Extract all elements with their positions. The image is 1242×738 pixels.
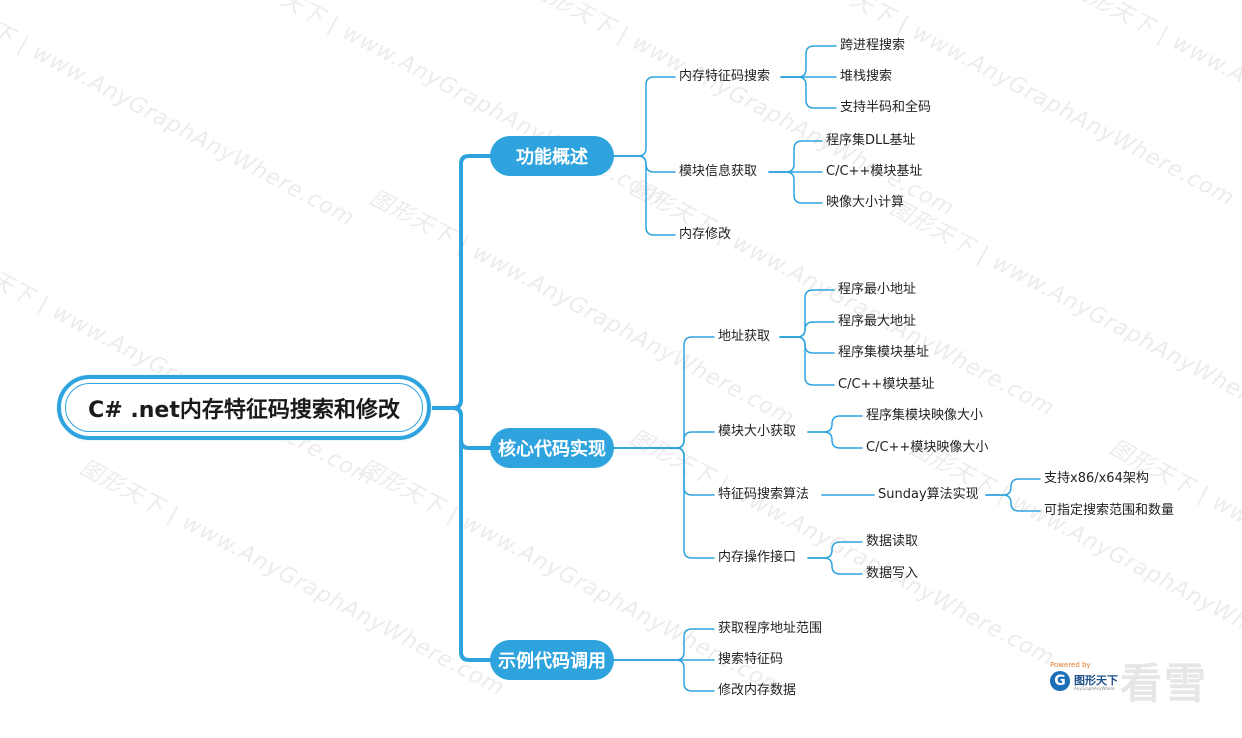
connector-line: [779, 336, 835, 386]
connector-line: [779, 321, 835, 338]
root-node-label: C# .net内存特征码搜索和修改: [88, 397, 400, 423]
subnode-2-2[interactable]: 模块大小获取: [718, 424, 797, 439]
powered-by-logo: Powered by G 图形天下 AnyGraphAnyWhere: [1050, 661, 1118, 691]
logo-g-icon: G: [1050, 671, 1070, 691]
subnode-3-3[interactable]: 修改内存数据: [718, 683, 797, 698]
connector-line: [779, 289, 835, 338]
corner-watermark: 看雪: [1120, 659, 1209, 708]
root-node-inner-border: [65, 383, 423, 432]
leaf-2-4-1[interactable]: 数据读取: [866, 534, 919, 549]
leaf-2-4-2[interactable]: 数据写入: [866, 566, 919, 581]
subnode-1-2[interactable]: 模块信息获取: [679, 164, 758, 179]
connector-line: [779, 336, 835, 354]
subnode-2-1[interactable]: 地址获取: [718, 329, 771, 344]
leaf-1-1-1[interactable]: 跨进程搜索: [840, 38, 906, 53]
connector-line: [985, 478, 1041, 496]
leaf-1-2-2[interactable]: C/C++模块基址: [826, 164, 923, 179]
leaf-1-2-1[interactable]: 程序集DLL基址: [826, 133, 916, 148]
leaf-2-2-2[interactable]: C/C++模块映像大小: [866, 440, 989, 455]
subnode-2-3-algorithm[interactable]: Sunday算法实现: [878, 487, 979, 502]
logo-subtext: AnyGraphAnyWhere: [1074, 686, 1115, 691]
leaf-2-1-2[interactable]: 程序最大地址: [838, 314, 917, 329]
connector-line: [768, 140, 823, 173]
leaf-2-3-1[interactable]: 支持x86/x64架构: [1044, 471, 1149, 486]
leaf-2-2-1[interactable]: 程序集模块映像大小: [866, 408, 984, 423]
leaf-1-1-3[interactable]: 支持半码和全码: [840, 100, 932, 115]
leaf-2-3-2[interactable]: 可指定搜索范围和数量: [1044, 503, 1175, 518]
connector-line: [613, 155, 676, 236]
connector-line: [807, 431, 863, 449]
connector-line: [429, 406, 492, 662]
subnode-3-2[interactable]: 搜索特征码: [718, 652, 784, 667]
leaf-2-1-3[interactable]: 程序集模块基址: [838, 345, 930, 360]
connector-line: [780, 76, 837, 109]
connector-line: [429, 154, 492, 410]
leaf-1-2-3[interactable]: 映像大小计算: [826, 195, 905, 210]
connector-line: [613, 447, 715, 559]
connector-line: [613, 76, 676, 157]
subnode-2-3[interactable]: 特征码搜索算法: [718, 487, 810, 502]
connector-line: [807, 541, 863, 559]
leaf-2-1-1[interactable]: 程序最小地址: [838, 282, 917, 297]
connector-line: [613, 659, 715, 692]
logo-powered-text: Powered by: [1050, 661, 1091, 669]
connector-line: [780, 45, 837, 78]
connector-line: [613, 447, 715, 496]
connector-line: [807, 415, 863, 433]
connector-line: [768, 171, 823, 204]
subnode-1-3[interactable]: 内存修改: [679, 227, 732, 242]
subnode-2-4[interactable]: 内存操作接口: [718, 550, 797, 565]
branch-node-1[interactable]: 功能概述: [490, 136, 614, 176]
subnode-3-1[interactable]: 获取程序地址范围: [718, 621, 823, 636]
subnode-1-1[interactable]: 内存特征码搜索: [679, 69, 771, 84]
connector-line: [613, 628, 715, 661]
leaf-1-1-2[interactable]: 堆栈搜索: [840, 69, 893, 84]
root-node[interactable]: C# .net内存特征码搜索和修改: [57, 375, 431, 440]
leaf-2-1-4[interactable]: C/C++模块基址: [838, 377, 935, 392]
connector-line: [613, 431, 715, 449]
branch-node-3[interactable]: 示例代码调用: [490, 640, 614, 680]
branch-node-2[interactable]: 核心代码实现: [490, 428, 614, 468]
connector-line: [985, 494, 1041, 512]
connector-line: [807, 557, 863, 575]
logo-brand: 图形天下: [1074, 674, 1118, 687]
